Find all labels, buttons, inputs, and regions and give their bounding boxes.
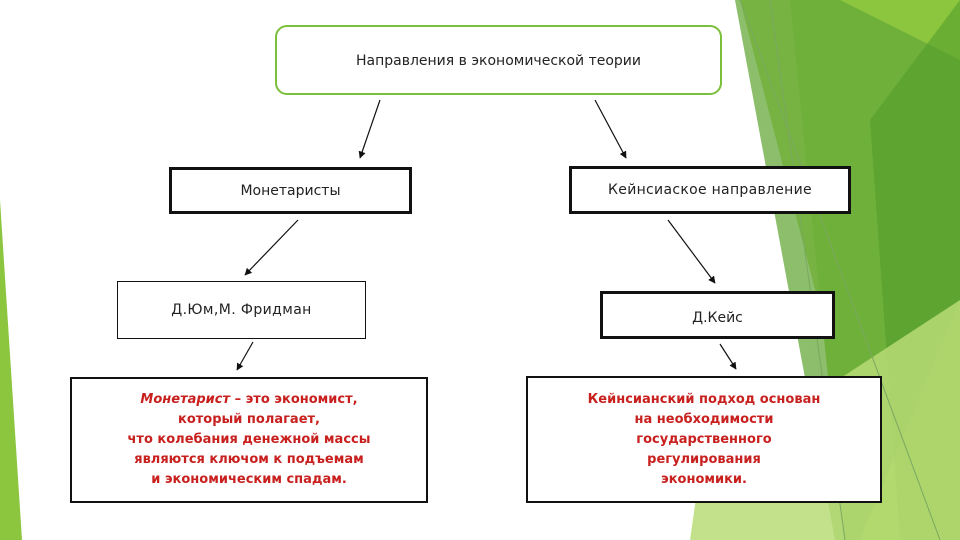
arrow-icon: [719, 343, 737, 370]
branch-monetarists: Монетаристы: [169, 167, 412, 214]
arrow-icon: [667, 219, 716, 284]
arrow-icon: [236, 341, 254, 371]
arrow-icon: [358, 99, 381, 159]
definition-monetarist: Монетарист – это экономист, который пола…: [70, 377, 428, 503]
root-node: Направления в экономической теории: [275, 25, 722, 95]
branch-keynesian: Кейнсиаское направление: [569, 166, 851, 214]
arrow-icon: [594, 99, 627, 159]
arrow-icon: [244, 219, 299, 276]
definition-line: являются ключом к подъемам: [134, 452, 364, 467]
definition-line: на необходимости: [634, 411, 774, 427]
definition-line: экономики.: [661, 471, 747, 487]
authors-label: Д.Кейс: [692, 310, 743, 326]
left-green-stripe: [0, 200, 22, 540]
definition-line: государственного: [636, 431, 772, 447]
root-label: Направления в экономической теории: [355, 53, 642, 69]
authors-monetarists: Д.Юм,М. Фридман: [117, 281, 366, 339]
definition-keynesian: Кейнсианский подход основан на необходим…: [526, 376, 882, 503]
branch-label: Монетаристы: [240, 182, 341, 199]
branch-label: Кейнсиаское направление: [608, 182, 812, 198]
authors-label: Д.Юм,М. Фридман: [171, 302, 312, 318]
authors-keynesian: Д.Кейс: [600, 291, 835, 339]
definition-line-text: – это экономист,: [230, 392, 358, 407]
definition-line: и экономическим спадам.: [151, 472, 347, 487]
definition-line: Монетарист – это экономист,: [140, 390, 357, 410]
definition-line: который полагает,: [178, 412, 320, 427]
decor-line-1: [739, 0, 941, 540]
definition-line: регулирования: [647, 451, 761, 467]
definition-term: Монетарист: [140, 392, 231, 407]
definition-line: что колебания денежной массы: [127, 432, 371, 447]
definition-line: Кейнсианский подход основан: [587, 391, 821, 407]
